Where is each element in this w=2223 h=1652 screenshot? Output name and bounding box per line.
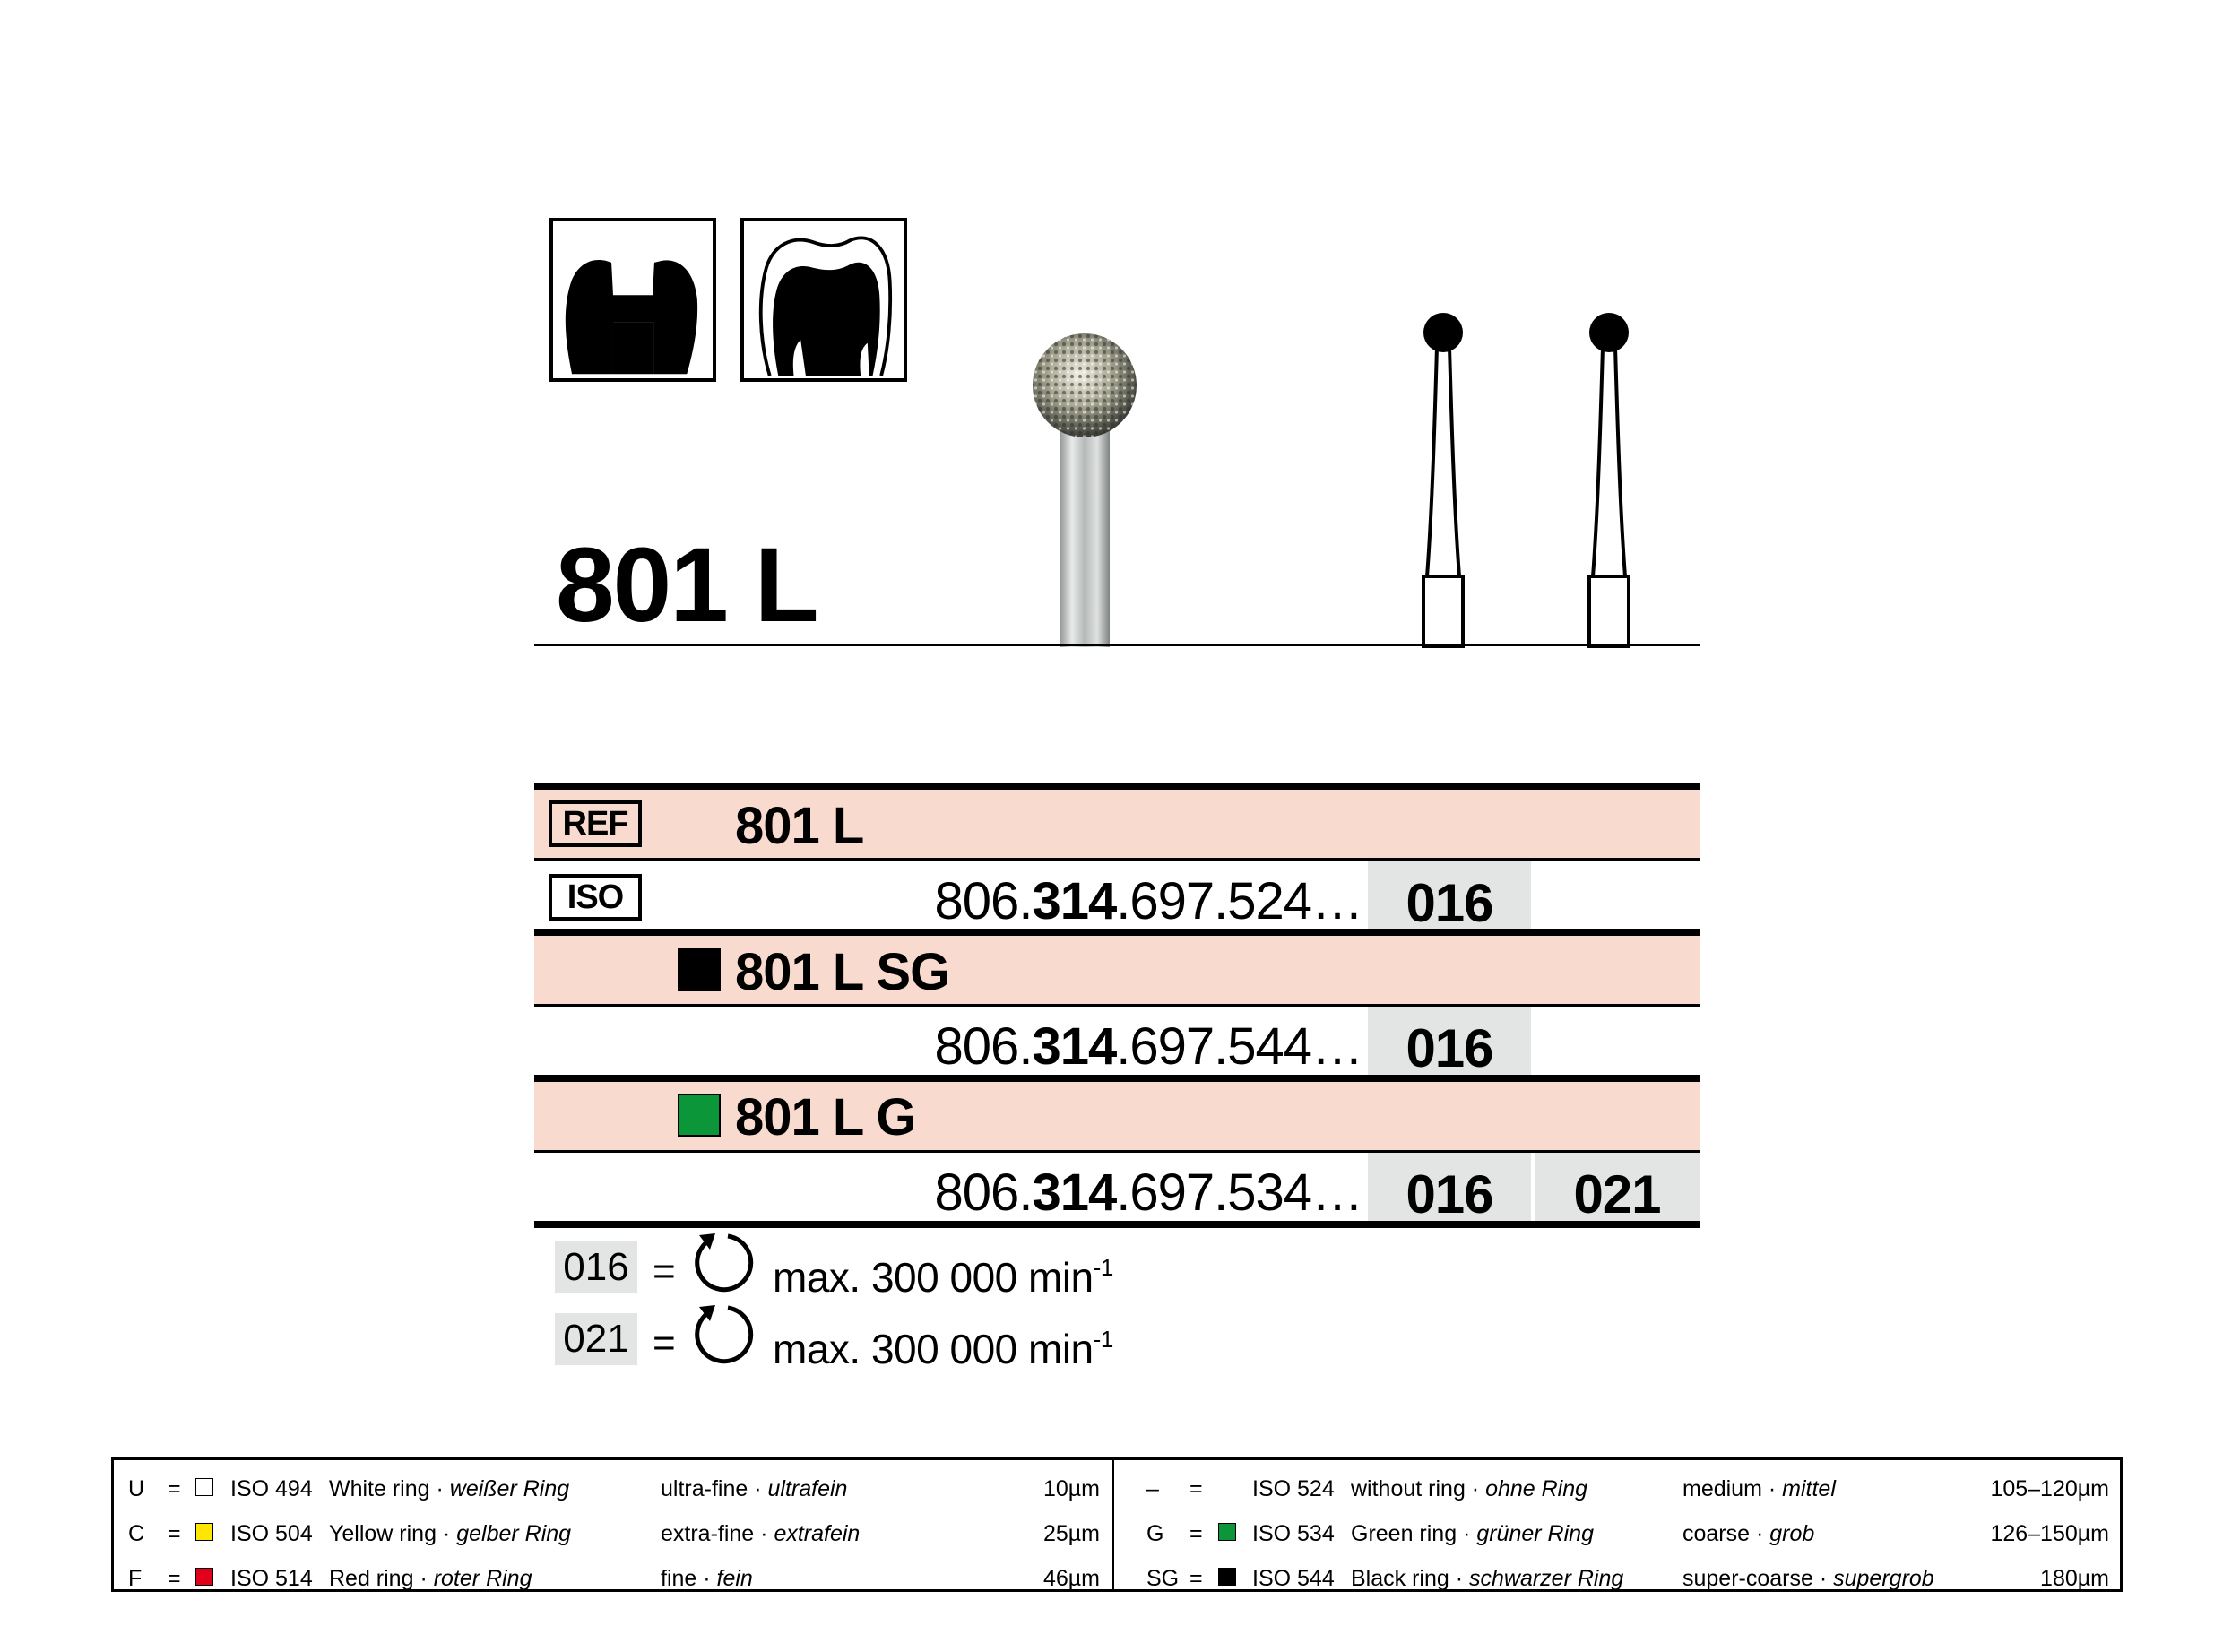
table-row-ref: [534, 936, 1700, 1004]
baseline-rule: [534, 644, 1700, 646]
legend-grit: super-coarse · supergrob: [1682, 1566, 1934, 1591]
legend-ring: Red ring · roter Ring: [329, 1566, 532, 1591]
legend-size: 25µm: [1042, 1521, 1100, 1546]
legend-ring: Green ring · grüner Ring: [1351, 1521, 1594, 1546]
legend-code: G: [1146, 1521, 1164, 1546]
legend-divider: [1112, 1460, 1114, 1589]
table-rule: [534, 783, 1700, 790]
legend-code: SG: [1146, 1566, 1180, 1591]
legend-code: U: [128, 1476, 145, 1501]
grit-legend: U = ISO 494 White ring · weißer Ring ult…: [111, 1457, 2123, 1592]
legend-size: 46µm: [1042, 1566, 1100, 1591]
size-cell: [1368, 1153, 1531, 1221]
legend-iso: ISO 504: [230, 1521, 313, 1546]
legend-equals: =: [1189, 1476, 1203, 1501]
legend-code: F: [128, 1566, 143, 1591]
iso-number: 806.314.697.544…: [934, 1017, 1363, 1076]
legend-size: 105–120µm: [1990, 1476, 2109, 1501]
table-rule: [534, 858, 1700, 861]
legend-iso: ISO 524: [1252, 1476, 1335, 1501]
legend-grit: ultra-fine · ultrafein: [661, 1476, 848, 1501]
legend-equals: =: [168, 1566, 181, 1591]
legend-size: 180µm: [2040, 1566, 2109, 1591]
legend-size: 126–150µm: [1990, 1521, 2109, 1546]
legend-equals: =: [1189, 1521, 1203, 1546]
legend-grit: fine · fein: [661, 1566, 753, 1591]
size-cell: [1368, 1007, 1531, 1075]
ref-label: REF: [549, 800, 642, 847]
speed-equals: =: [653, 1250, 676, 1293]
size-label: 016: [1406, 873, 1493, 933]
legend-size: 10µm: [1042, 1476, 1100, 1501]
iso-number: 806.314.697.534…: [934, 1163, 1363, 1222]
size-label: 021: [1573, 1164, 1661, 1224]
size-cell: [1368, 861, 1531, 929]
speed-size: 021: [555, 1313, 637, 1365]
legend-iso: ISO 494: [230, 1476, 313, 1501]
legend-ring: Yellow ring · gelber Ring: [329, 1521, 572, 1546]
legend-grit: extra-fine · extrafein: [661, 1521, 861, 1546]
rotation-speed-icon: [695, 1305, 754, 1364]
speed-size: 016: [555, 1241, 637, 1293]
product-title: 801 L: [556, 526, 819, 644]
speed-text: max. 300 000 min-1: [773, 1326, 1113, 1372]
legend-ring: without ring · ohne Ring: [1351, 1476, 1588, 1501]
table-rule: [534, 1075, 1700, 1082]
legend-equals: =: [168, 1521, 181, 1546]
table-row-ref: [534, 1082, 1700, 1150]
legend-grit: medium · mittel: [1682, 1476, 1836, 1501]
legend-swatch: [195, 1523, 213, 1541]
legend-iso: ISO 534: [1252, 1521, 1335, 1546]
size-label: 016: [1406, 1164, 1493, 1224]
crown-preparation-icon: [740, 218, 907, 382]
bur-outline-016: [1422, 313, 1465, 648]
ref-name: 801 L: [735, 797, 864, 855]
legend-code: C: [128, 1521, 145, 1546]
table-rule: [534, 929, 1700, 936]
iso-label: ISO: [549, 874, 642, 921]
size-cell: [1535, 1153, 1700, 1221]
table-rule: [534, 1221, 1700, 1228]
cavity-preparation-icon: [549, 218, 716, 382]
table-row-ref: [534, 790, 1700, 858]
table-rule: [534, 1150, 1700, 1153]
bur-photo: [1033, 333, 1137, 647]
speed-text: max. 300 000 min-1: [773, 1254, 1113, 1301]
ring-color-swatch: [678, 948, 721, 991]
size-label: 016: [1406, 1018, 1493, 1078]
legend-ring: White ring · weißer Ring: [329, 1476, 570, 1501]
legend-swatch: [1218, 1568, 1236, 1586]
legend-swatch: [195, 1568, 213, 1586]
legend-iso: ISO 514: [230, 1566, 313, 1591]
bur-outline-021: [1587, 313, 1630, 648]
rotation-speed-icon: [695, 1233, 754, 1293]
speed-equals: =: [653, 1321, 676, 1365]
legend-iso: ISO 544: [1252, 1566, 1335, 1591]
legend-ring: Black ring · schwarzer Ring: [1351, 1566, 1624, 1591]
legend-swatch: [195, 1478, 213, 1496]
legend-code: –: [1146, 1476, 1159, 1501]
legend-grit: coarse · grob: [1682, 1521, 1815, 1546]
table-rule: [534, 1004, 1700, 1007]
legend-swatch: [1218, 1523, 1236, 1541]
legend-equals: =: [1189, 1566, 1203, 1591]
ring-color-swatch: [678, 1094, 721, 1137]
ref-name: 801 L SG: [735, 943, 950, 1001]
ref-name: 801 L G: [735, 1088, 916, 1146]
legend-equals: =: [168, 1476, 181, 1501]
iso-number: 806.314.697.524…: [934, 872, 1363, 930]
